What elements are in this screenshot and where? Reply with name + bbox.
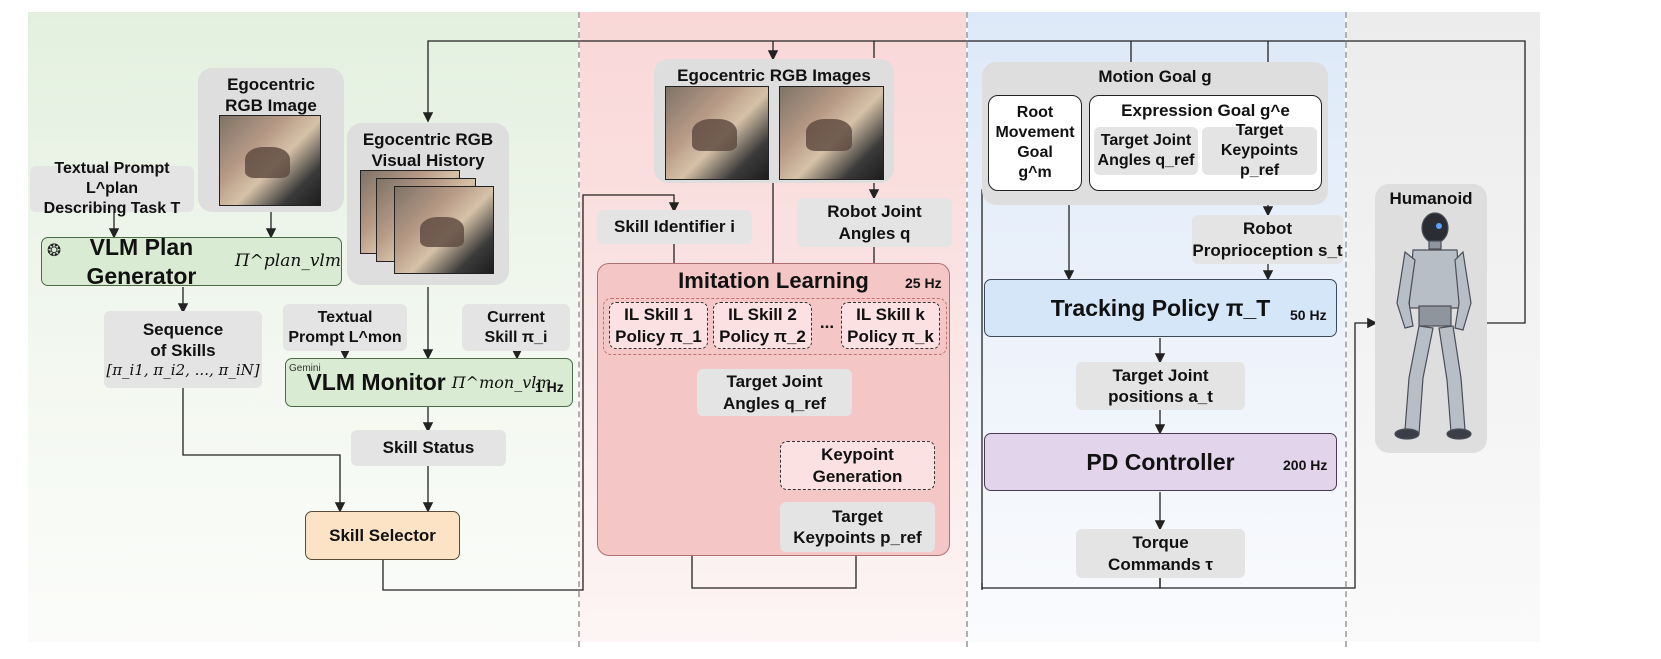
il-target-joint-angles-label: Target Joint Angles q_ref <box>723 372 826 413</box>
il-skill-2-box: IL Skill 2 Policy π_2 <box>713 302 812 349</box>
robot-proprioception-box: Robot Proprioception s_t <box>1192 215 1343 264</box>
skill-identifier-box: Skill Identifier i <box>597 210 752 244</box>
separator-1 <box>578 12 580 647</box>
torque-commands-box: Torque Commands τ <box>1076 529 1245 578</box>
openai-icon: ❂ <box>47 241 62 260</box>
il-skill-1-box: IL Skill 1 Policy π_1 <box>609 302 708 349</box>
robot-joint-angles-box: Robot Joint Angles q <box>797 198 952 247</box>
tracking-rate: 50 Hz <box>1290 307 1327 323</box>
visual-history-label: Egocentric RGB Visual History <box>362 130 494 171</box>
expression-goal-label: Expression Goal g^e <box>1121 101 1290 120</box>
motion-goal-label: Motion Goal g <box>1098 67 1212 86</box>
root-movement-goal-label: Root Movement Goal g^m <box>995 104 1075 181</box>
il-skills-group <box>603 298 947 355</box>
goal-target-joint-angles-box: Target Joint Angles q_ref <box>1094 127 1198 175</box>
textual-prompt-task-label: Textual Prompt L^plan Describing Task T <box>43 160 181 217</box>
tracking-policy-box: Tracking Policy π_T <box>984 279 1337 337</box>
goal-target-keypoints-label: Target Keypoints p_ref <box>1220 122 1299 179</box>
keypoint-generation-box: Keypoint Generation <box>780 441 935 490</box>
sequence-of-skills-label: Sequence of Skills <box>142 319 224 361</box>
il-target-keypoints-label: Target Keypoints p_ref <box>793 506 922 547</box>
goal-target-keypoints-box: Target Keypoints p_ref <box>1202 122 1317 179</box>
robot-joint-angles-label: Robot Joint Angles q <box>827 202 922 243</box>
robot-proprioception-label: Robot Proprioception s_t <box>1192 219 1343 260</box>
humanoid-robot-figure <box>1394 212 1472 440</box>
vlm-plan-math: Π^plan_vlm <box>234 250 341 271</box>
pd-controller-label: PD Controller <box>1086 448 1235 475</box>
pd-controller-box: PD Controller <box>984 433 1337 491</box>
vlm-plan-generator-label: VLM Plan Generator <box>86 233 197 289</box>
imitation-learning-title: Imitation Learning <box>678 268 869 294</box>
monitor-rate: 1 Hz <box>535 379 564 395</box>
rgb-image-1 <box>665 86 769 180</box>
skill-identifier-label: Skill Identifier i <box>614 217 735 237</box>
il-target-keypoints-box: Target Keypoints p_ref <box>780 502 935 552</box>
skill-status-box: Skill Status <box>351 430 506 466</box>
egocentric-image-label: Egocentric RGB Image <box>225 75 317 116</box>
textual-prompt-mon-box: Textual Prompt L^mon <box>283 304 407 351</box>
separator-3 <box>1345 12 1347 647</box>
tracking-policy-label: Tracking Policy π_T <box>1050 294 1271 321</box>
il-skill-2-line2: Policy π_2 <box>719 326 806 346</box>
il-skill-2-line1: IL Skill 2 <box>728 305 797 325</box>
skill-status-label: Skill Status <box>382 438 475 458</box>
separator-2 <box>966 12 968 647</box>
il-skill-1-line2: Policy π_1 <box>615 326 702 346</box>
keypoint-generation-label: Keypoint Generation <box>812 445 903 486</box>
root-movement-goal-box: Root Movement Goal g^m <box>988 95 1082 191</box>
imitation-rate: 25 Hz <box>905 275 942 291</box>
history-frame-3 <box>394 186 494 274</box>
vlm-monitor-math: Π^mon_vlm <box>451 372 552 392</box>
gemini-logo: Gemini <box>289 363 321 374</box>
il-skill-1-line1: IL Skill 1 <box>624 305 693 325</box>
skill-selector-label: Skill Selector <box>329 525 436 545</box>
textual-prompt-task-box: Textual Prompt L^plan Describing Task T <box>30 160 194 217</box>
rgb-images-label: Egocentric RGB Images <box>677 66 871 85</box>
pd-rate: 200 Hz <box>1283 457 1328 473</box>
vlm-monitor-label: VLM Monitor <box>306 369 446 396</box>
il-target-joint-angles-box: Target Joint Angles q_ref <box>697 369 852 416</box>
skill-selector-box: Skill Selector <box>305 511 460 560</box>
rgb-image-2 <box>779 86 884 180</box>
humanoid-label: Humanoid <box>1389 189 1473 208</box>
sequence-math: [π_i1, π_i2, ..., π_iN] <box>106 361 260 380</box>
egocentric-image-photo <box>219 115 321 206</box>
target-joint-positions-label: Target Joint positions a_t <box>1108 365 1213 406</box>
il-skills-ellipsis: ... <box>819 313 835 333</box>
il-skill-k-box: IL Skill k Policy π_k <box>841 302 940 349</box>
il-skill-k-line2: Policy π_k <box>847 326 934 346</box>
goal-target-joint-angles-label: Target Joint Angles q_ref <box>1097 132 1195 169</box>
sequence-of-skills-box: Sequence of Skills [π_i1, π_i2, ..., π_i… <box>104 311 262 388</box>
il-skill-k-line1: IL Skill k <box>856 305 925 325</box>
current-skill-box: Current Skill π_i <box>462 304 570 351</box>
vlm-plan-generator-box: ❂ VLM Plan Generator Π^plan_vlm <box>41 234 342 289</box>
vlm-monitor-box: VLM Monitor Π^mon_vlm <box>285 358 573 407</box>
current-skill-label: Current Skill π_i <box>484 308 548 346</box>
torque-commands-label: Torque Commands τ <box>1108 533 1213 574</box>
target-joint-positions-box: Target Joint positions a_t <box>1076 362 1245 410</box>
textual-prompt-mon-label: Textual Prompt L^mon <box>288 308 402 346</box>
